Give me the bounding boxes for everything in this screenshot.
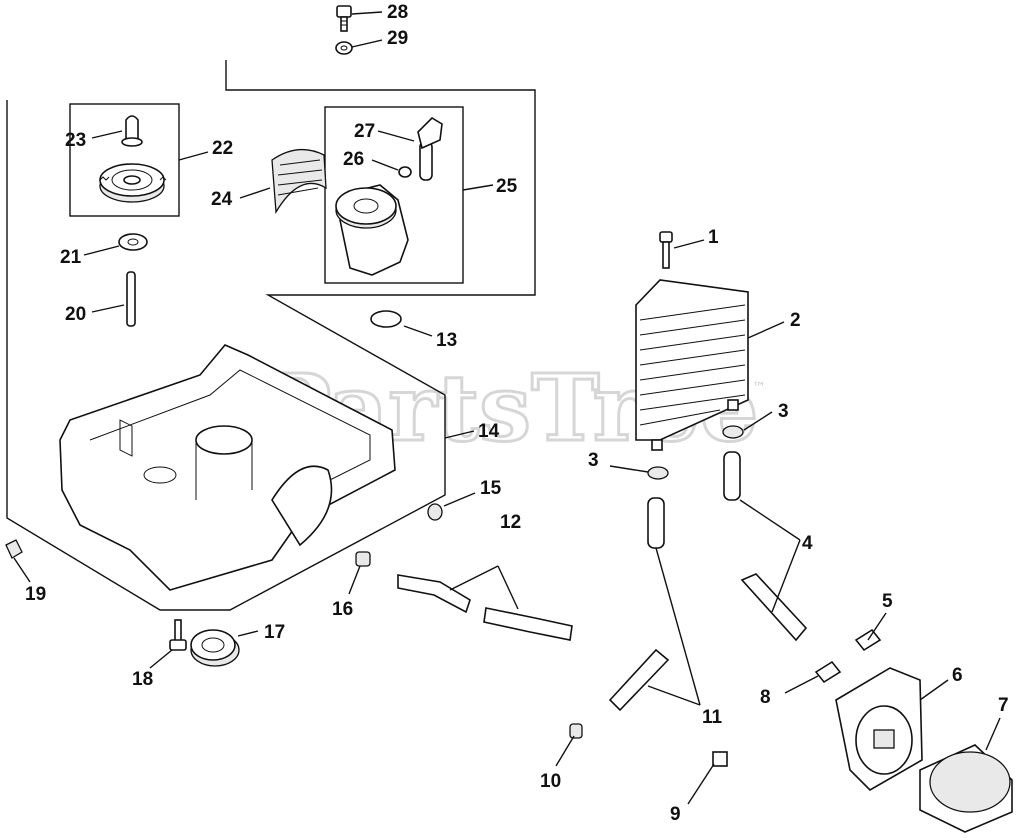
part-10-plug[interactable]: [569, 723, 583, 739]
callout-11[interactable]: 11: [702, 707, 723, 728]
callout-17[interactable]: 17: [264, 622, 285, 643]
callout-5[interactable]: 5: [882, 591, 893, 612]
part-17-seal[interactable]: [190, 629, 240, 667]
callout-1[interactable]: 1: [708, 227, 719, 248]
callout-13[interactable]: 13: [436, 330, 457, 351]
callout-24[interactable]: 24: [211, 189, 233, 210]
callout-3-right[interactable]: 3: [778, 401, 789, 422]
part-25-oil-pump[interactable]: [335, 184, 409, 276]
part-22-gear[interactable]: [99, 163, 167, 203]
part-27-pickup-tube[interactable]: [417, 116, 443, 181]
part-9-clip[interactable]: [712, 751, 728, 767]
callout-21[interactable]: 21: [60, 247, 82, 268]
callout-29[interactable]: 29: [387, 28, 408, 49]
part-20-shaft[interactable]: [126, 271, 136, 327]
part-3-clamp-a[interactable]: [722, 425, 744, 439]
callout-15[interactable]: 15: [480, 478, 502, 499]
part-11-hose[interactable]: [608, 497, 670, 712]
callout-10[interactable]: 10: [540, 771, 561, 792]
watermark-trademark: ™: [752, 380, 766, 396]
part-1-bolt[interactable]: [659, 231, 673, 269]
callout-16[interactable]: 16: [332, 599, 353, 620]
callout-25[interactable]: 25: [496, 176, 518, 197]
callout-18[interactable]: 18: [132, 669, 153, 690]
callout-26[interactable]: 26: [343, 149, 364, 170]
callout-12[interactable]: 12: [500, 512, 521, 533]
callout-23[interactable]: 23: [65, 130, 86, 151]
part-23-pin[interactable]: [121, 115, 143, 147]
part-19-plug[interactable]: [5, 539, 23, 559]
part-13-o-ring[interactable]: [370, 310, 402, 328]
part-18-bolt[interactable]: [169, 619, 187, 651]
part-3-clamp-b[interactable]: [647, 466, 669, 480]
callout-22[interactable]: 22: [212, 138, 233, 159]
callout-6[interactable]: 6: [952, 665, 963, 686]
part-24-screen[interactable]: [271, 148, 327, 215]
part-29-washer[interactable]: [335, 41, 353, 55]
part-2-oil-cooler[interactable]: [635, 279, 749, 451]
callout-14[interactable]: 14: [478, 421, 500, 442]
callout-8[interactable]: 8: [760, 687, 771, 708]
callout-2[interactable]: 2: [790, 310, 801, 331]
part-15-plug[interactable]: [427, 503, 443, 521]
part-4-hose[interactable]: [723, 451, 808, 642]
callout-27[interactable]: 27: [354, 121, 375, 142]
part-14-crankcase[interactable]: [59, 344, 396, 591]
callout-19[interactable]: 19: [25, 584, 46, 605]
part-21-washer[interactable]: [118, 233, 148, 251]
callout-7[interactable]: 7: [998, 695, 1009, 716]
callout-28[interactable]: 28: [387, 2, 408, 23]
callout-3-left[interactable]: 3: [588, 450, 599, 471]
part-8-fitting[interactable]: [814, 660, 842, 684]
callout-numbers: 28 29 23 22 21 20 24 27 26 25 13 14 15 1…: [25, 2, 1009, 825]
part-16-fitting[interactable]: [355, 551, 371, 567]
callout-4[interactable]: 4: [802, 533, 813, 554]
part-7-oil-filter[interactable]: [919, 744, 1013, 833]
part-6-filter-adapter[interactable]: [835, 667, 923, 791]
callout-9[interactable]: 9: [670, 804, 681, 825]
leader-lines: [13, 11, 1001, 805]
part-26-o-ring[interactable]: [398, 166, 412, 178]
part-12-hoses[interactable]: [397, 574, 573, 641]
callout-20[interactable]: 20: [65, 304, 86, 325]
part-28-bolt[interactable]: [336, 5, 352, 32]
